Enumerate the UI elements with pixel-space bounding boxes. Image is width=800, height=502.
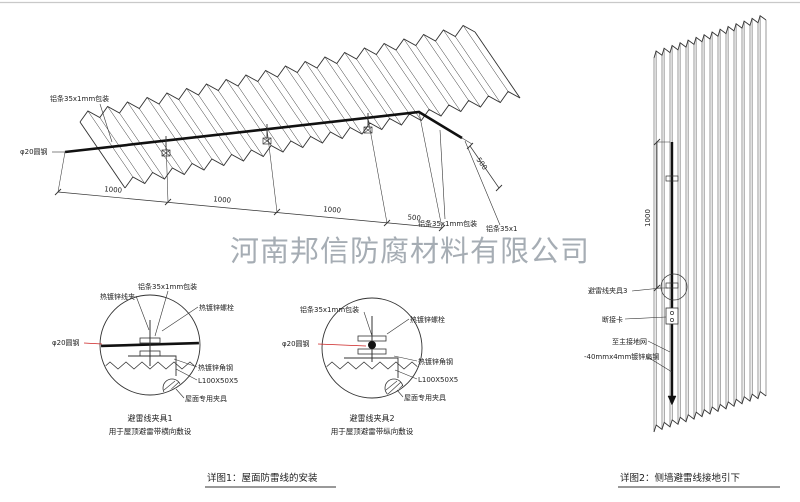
caption-detail2: 详图2：侧墙避雷线接地引下 bbox=[620, 472, 740, 484]
dim-1000-c: 1000 bbox=[323, 205, 341, 215]
wall-label-clamp3: 避雷线夹具3 bbox=[588, 286, 627, 295]
label-alu-strip-right: 铝条35x1 bbox=[486, 224, 518, 233]
detail-circle-1 bbox=[83, 290, 201, 399]
detail-circle-2 bbox=[317, 297, 423, 399]
roof-isometric-drawing bbox=[52, 24, 521, 232]
wall-label-flat-steel: -40mmx4mm镀锌扁钢 bbox=[584, 352, 659, 361]
caption-detail1: 详图1：屋面防雷线的安装 bbox=[207, 472, 318, 484]
d2-label-bolt: 热镀锌螺栓 bbox=[410, 315, 445, 324]
d1-subtitle: 用于屋顶避雷带横向敷设 bbox=[109, 426, 192, 436]
d1-label-roof-clamp: 屋面专用夹具 bbox=[185, 394, 227, 403]
wall-label-disconnect-card: 断接卡 bbox=[602, 315, 623, 324]
d2-label-angle-size: L100X50X5 bbox=[418, 376, 458, 384]
dim-1000-a: 1000 bbox=[104, 185, 122, 195]
d2-label-roof-clamp: 屋面专用夹具 bbox=[404, 393, 446, 402]
d1-label-angle-size: L100X50X5 bbox=[198, 377, 238, 385]
d2-subtitle: 用于屋顶避雷带纵向敷设 bbox=[331, 426, 414, 436]
d2-label-round-steel: φ20圆钢 bbox=[282, 339, 310, 348]
d1-label-bolt: 热镀锌螺栓 bbox=[199, 303, 234, 312]
wall-label-to-ground-grid: 至主接地网 bbox=[612, 337, 647, 346]
dim-1000-b: 1000 bbox=[213, 195, 231, 205]
d1-title: 避雷线夹具1 bbox=[127, 413, 172, 423]
d2-label-alu-strip: 铝条35x1mm包装 bbox=[300, 305, 359, 314]
label-alu-strip-bottom: 铝条35x1mm包装 bbox=[418, 219, 477, 228]
d2-label-angle-steel: 热镀锌角钢 bbox=[418, 357, 453, 366]
side-wall-drawing bbox=[624, 14, 767, 433]
d1-label-alu-strip: 铝条35x1mm包装 bbox=[138, 282, 197, 291]
d1-label-wire-clamp: 热镀锌线夹 bbox=[100, 292, 135, 301]
company-watermark: 河南邦信防腐材料有限公司 bbox=[230, 234, 590, 268]
label-round-steel-main: φ20圆钢 bbox=[20, 147, 48, 156]
dim-500-a: 500 bbox=[407, 213, 421, 222]
label-alu-strip-top: 铝条35x1mm包装 bbox=[50, 94, 109, 103]
d1-label-round-steel: φ20圆钢 bbox=[52, 338, 80, 347]
d2-title: 避雷线夹具2 bbox=[349, 413, 394, 423]
wall-dim-1000: 1000 bbox=[644, 209, 652, 227]
d1-label-angle-steel: 热镀锌角钢 bbox=[198, 363, 233, 372]
